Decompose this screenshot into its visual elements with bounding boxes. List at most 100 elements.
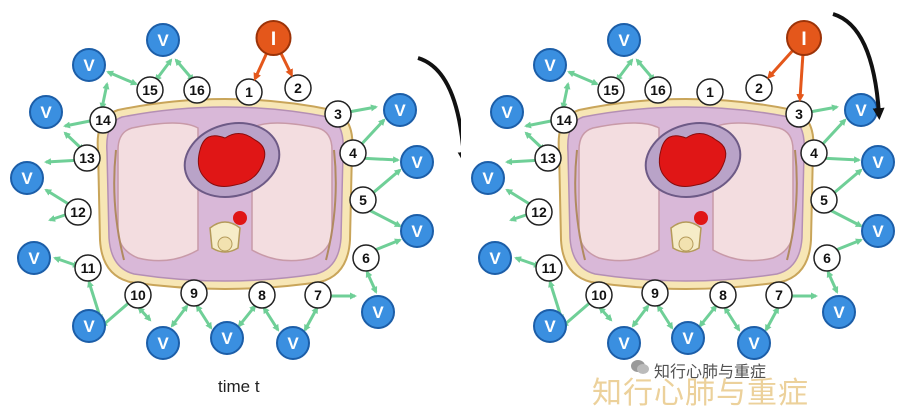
electrode-12 xyxy=(525,198,553,226)
voltage-arrow xyxy=(99,82,110,110)
electrode-11 xyxy=(535,254,563,282)
current-source-label: I xyxy=(801,29,806,50)
voltmeter-label: V xyxy=(482,169,494,188)
electrode-label-15: 15 xyxy=(142,82,158,98)
voltmeter-icon xyxy=(146,23,180,57)
electrode-label-4: 4 xyxy=(349,145,357,161)
voltmeter-icon xyxy=(533,309,567,343)
electrode-5 xyxy=(349,186,377,214)
rotation-arrow xyxy=(832,12,885,120)
electrode-label-7: 7 xyxy=(314,287,322,303)
electrode-14 xyxy=(89,106,117,134)
electrode-8 xyxy=(248,281,276,309)
current-source-icon xyxy=(255,20,292,56)
voltage-arrow xyxy=(561,298,595,328)
voltage-arrow xyxy=(698,304,718,328)
voltmeter-icon xyxy=(607,23,641,57)
current-arrow xyxy=(767,48,795,80)
electrode-1 xyxy=(235,78,263,106)
voltage-arrow xyxy=(303,306,319,332)
heart xyxy=(658,133,727,187)
voltage-arrow xyxy=(560,82,571,110)
watermark-large: 知行心肺与重症 xyxy=(592,376,809,411)
voltmeter-label: V xyxy=(411,153,423,172)
voltmeter-icon xyxy=(490,95,524,129)
electrode-3 xyxy=(324,100,352,128)
voltage-arrow xyxy=(237,304,257,328)
electrode-label-13: 13 xyxy=(79,150,95,166)
current-arrow xyxy=(253,51,269,82)
electrode-label-4: 4 xyxy=(810,145,818,161)
electrode-label-1: 1 xyxy=(245,84,253,100)
voltmeter-icon xyxy=(210,321,244,355)
voltmeter-icon xyxy=(72,48,106,82)
voltmeter-label: V xyxy=(618,334,630,353)
voltmeter-label: V xyxy=(544,56,556,75)
voltmeter-icon xyxy=(861,145,895,179)
electrode-label-16: 16 xyxy=(650,82,666,98)
electrode-15 xyxy=(597,76,625,104)
electrode-6 xyxy=(352,244,380,272)
voltmeter-icon xyxy=(400,214,434,248)
voltmeter-label: V xyxy=(489,249,501,268)
voltmeter-label: V xyxy=(394,101,406,120)
electrode-2 xyxy=(284,74,312,102)
voltage-arrow xyxy=(826,270,839,294)
voltmeter-label: V xyxy=(83,317,95,336)
spinal-canal xyxy=(217,236,233,252)
voltage-arrow xyxy=(53,256,80,268)
electrode-16 xyxy=(183,76,211,104)
voltage-arrow xyxy=(262,306,280,332)
voltmeter-icon xyxy=(861,214,895,248)
thorax-cross-section xyxy=(557,98,815,290)
current-source: I xyxy=(253,20,293,82)
electrode-label-12: 12 xyxy=(531,204,547,220)
electrode-label-11: 11 xyxy=(81,260,96,276)
electrode-15 xyxy=(136,76,164,104)
voltage-arrow xyxy=(567,70,599,86)
current-arrow xyxy=(279,51,293,78)
voltmeter-label: V xyxy=(682,329,694,348)
electrode-label-8: 8 xyxy=(719,287,727,303)
voltage-arrow xyxy=(100,298,134,328)
voltage-arrow xyxy=(635,58,656,82)
voltmeter-label: V xyxy=(28,249,40,268)
electrode-9 xyxy=(641,279,669,307)
voltmeter-label: V xyxy=(411,222,423,241)
left-lung xyxy=(578,122,660,262)
voltage-arrow xyxy=(137,306,152,322)
voltage-arrow xyxy=(365,270,378,294)
electrode-2 xyxy=(745,74,773,102)
caption-time-t: time t xyxy=(218,377,260,396)
electrode-label-12: 12 xyxy=(70,204,86,220)
electrode-label-5: 5 xyxy=(820,192,828,208)
spinal-canal xyxy=(678,236,694,252)
voltmeter-label: V xyxy=(544,317,556,336)
voltmeter-label: V xyxy=(83,56,95,75)
electrode-label-6: 6 xyxy=(823,250,831,266)
electrode-10 xyxy=(585,281,613,309)
electrode-7 xyxy=(304,281,332,309)
electrode-label-16: 16 xyxy=(189,82,205,98)
voltmeter-icon xyxy=(671,321,705,355)
electrode-label-8: 8 xyxy=(258,287,266,303)
electrode-label-9: 9 xyxy=(190,285,198,301)
electrode-label-15: 15 xyxy=(603,82,619,98)
voltage-arrow xyxy=(631,304,650,328)
watermark-small: 知行心肺与重症 xyxy=(654,362,767,381)
electrode-12 xyxy=(64,198,92,226)
left-lung xyxy=(117,122,199,262)
voltage-arrow xyxy=(764,306,780,332)
voltmeter-icon xyxy=(361,295,395,329)
electrode-label-13: 13 xyxy=(540,150,556,166)
voltmeter-label: V xyxy=(855,101,867,120)
voltage-arrow xyxy=(598,306,613,322)
current-arrow xyxy=(796,53,805,103)
voltage-arrow xyxy=(154,58,173,82)
electrode-13 xyxy=(73,144,101,172)
electrode-10 xyxy=(124,281,152,309)
electrode-4 xyxy=(800,139,828,167)
electrode-label-10: 10 xyxy=(130,287,146,303)
rib xyxy=(113,149,125,261)
